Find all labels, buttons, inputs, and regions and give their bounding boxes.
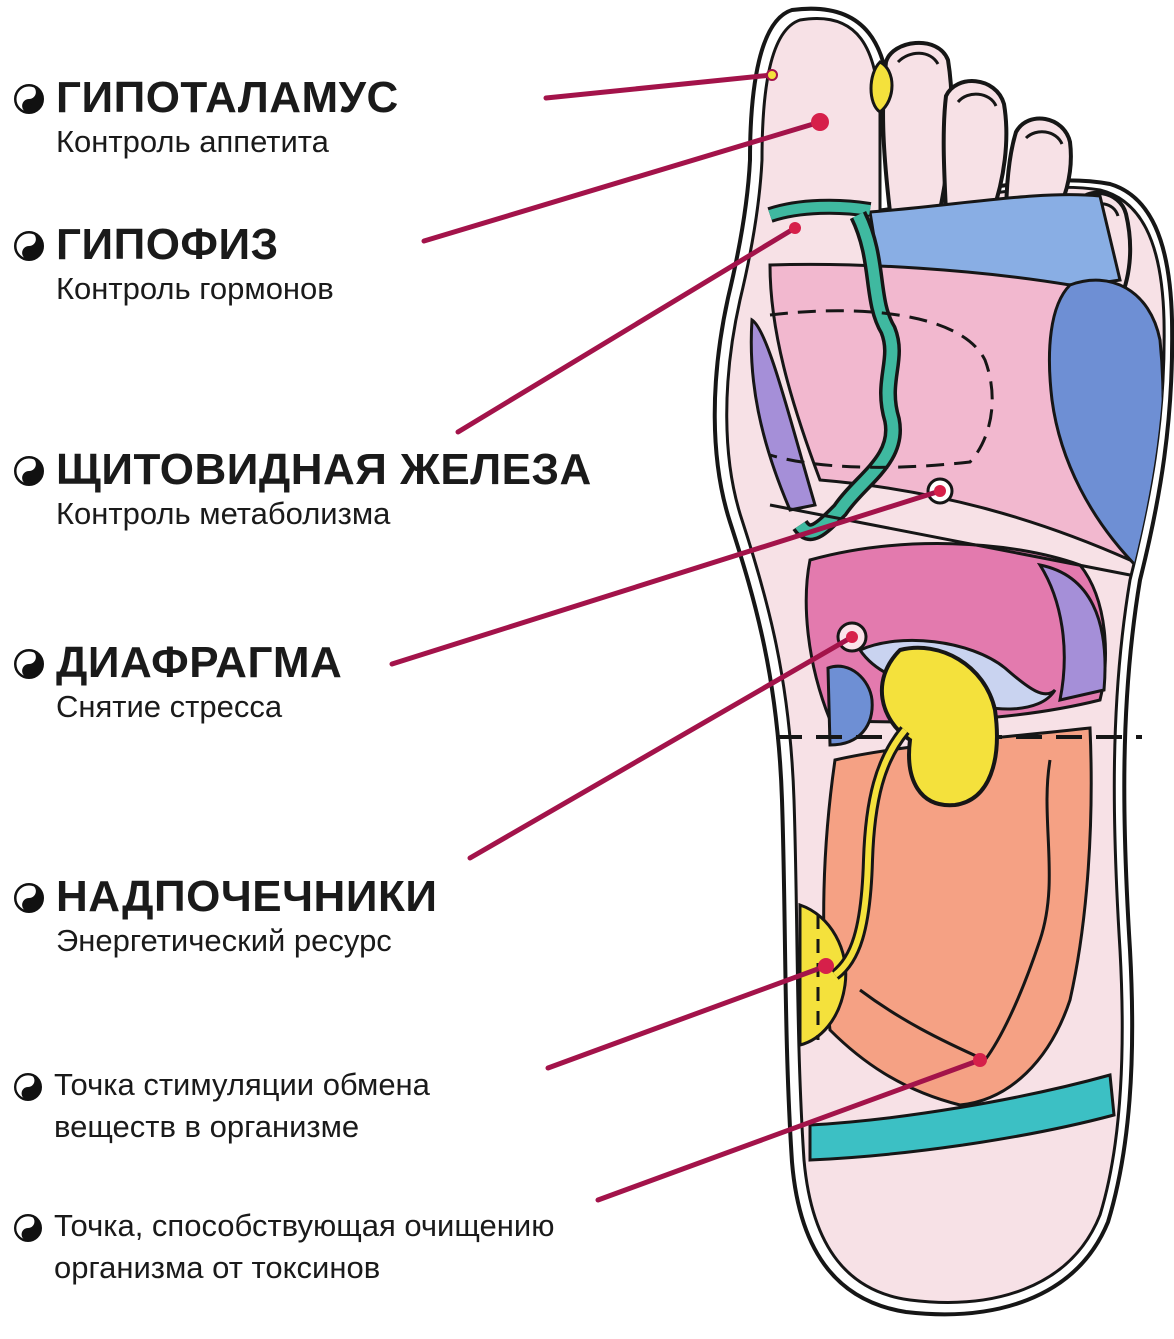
label-pituitary: ГИПОФИЗ Контроль гормонов [14, 220, 334, 308]
yin-yang-icon [14, 84, 44, 114]
yin-yang-icon [14, 1214, 42, 1242]
pituitary-title: ГИПОФИЗ [56, 220, 279, 269]
yin-yang-icon [14, 1073, 42, 1101]
point-detox [973, 1053, 987, 1067]
yellow-toe-zone [869, 60, 894, 114]
diaphragm-subtitle: Снятие стресса [56, 689, 283, 724]
detox-point-line1: Точка, способствующая очищению [54, 1208, 555, 1243]
reflex-zones [749, 193, 1165, 1162]
adrenals-title: НАДПОЧЕЧНИКИ [56, 872, 438, 921]
point-adrenals [846, 631, 858, 643]
adrenals-subtitle: Энергетический ресурс [56, 923, 392, 958]
orange-inner-outline [859, 759, 1052, 1062]
cyan-band [808, 1073, 1116, 1162]
pointer-pituitary [421, 119, 823, 244]
pointer-diaphragm [389, 488, 943, 667]
pointer-lines [389, 72, 983, 1203]
point-diaphragm [934, 485, 946, 497]
diaphragm-line [769, 503, 1131, 577]
hypothalamus-subtitle: Контроль аппетита [56, 124, 329, 159]
label-adrenals: НАДПОЧЕЧНИКИ Энергетический ресурс [14, 872, 437, 960]
point-thyroid [789, 222, 801, 234]
hypothalamus-title: ГИПОТАЛАМУС [56, 73, 399, 122]
yellow-kidney-zone [880, 645, 999, 808]
point-hypothalamus [766, 69, 778, 81]
detox-point-line2: организма от токсинов [54, 1250, 381, 1285]
point-metabolism [818, 958, 834, 974]
toe-nails [896, 51, 1120, 217]
purple-zone-lateral [1036, 562, 1107, 702]
label-diaphragm: ДИАФРАГМА Снятие стресса [14, 638, 342, 726]
lung-dashed-outline [769, 309, 994, 469]
pointer-thyroid [455, 225, 798, 435]
label-detox-point: Точка, способствующая очищению организма… [14, 1205, 554, 1289]
yin-yang-icon [14, 883, 44, 913]
yin-yang-icon [14, 456, 44, 486]
point-pituitary [811, 113, 829, 131]
pointer-hypothalamus [543, 72, 775, 101]
pointer-adrenals [467, 634, 855, 861]
yin-yang-icon [14, 231, 44, 261]
pituitary-subtitle: Контроль гормонов [56, 271, 334, 306]
metabolism-point-line2: веществ в организме [54, 1109, 360, 1144]
label-metabolism-point: Точка стимуляции обмена веществ в органи… [14, 1064, 430, 1148]
foot-illustration [712, 6, 1174, 1317]
diaphragm-title: ДИАФРАГМА [56, 638, 343, 687]
metabolism-point-line1: Точка стимуляции обмена [54, 1067, 430, 1102]
pointer-metabolism-point [545, 963, 829, 1071]
yin-yang-icon [14, 649, 44, 679]
label-thyroid: ЩИТОВИДНАЯ ЖЕЛЕЗА Контроль метаболизма [14, 445, 592, 533]
yellow-medial-zone [798, 902, 848, 1047]
thyroid-subtitle: Контроль метаболизма [56, 496, 391, 531]
target-points [766, 69, 987, 1067]
label-hypothalamus: ГИПОТАЛАМУС Контроль аппетита [14, 73, 399, 161]
thyroid-title: ЩИТОВИДНАЯ ЖЕЛЕЗА [56, 445, 592, 494]
pointer-detox-point [595, 1057, 983, 1203]
blue-circle-zone [826, 664, 874, 747]
